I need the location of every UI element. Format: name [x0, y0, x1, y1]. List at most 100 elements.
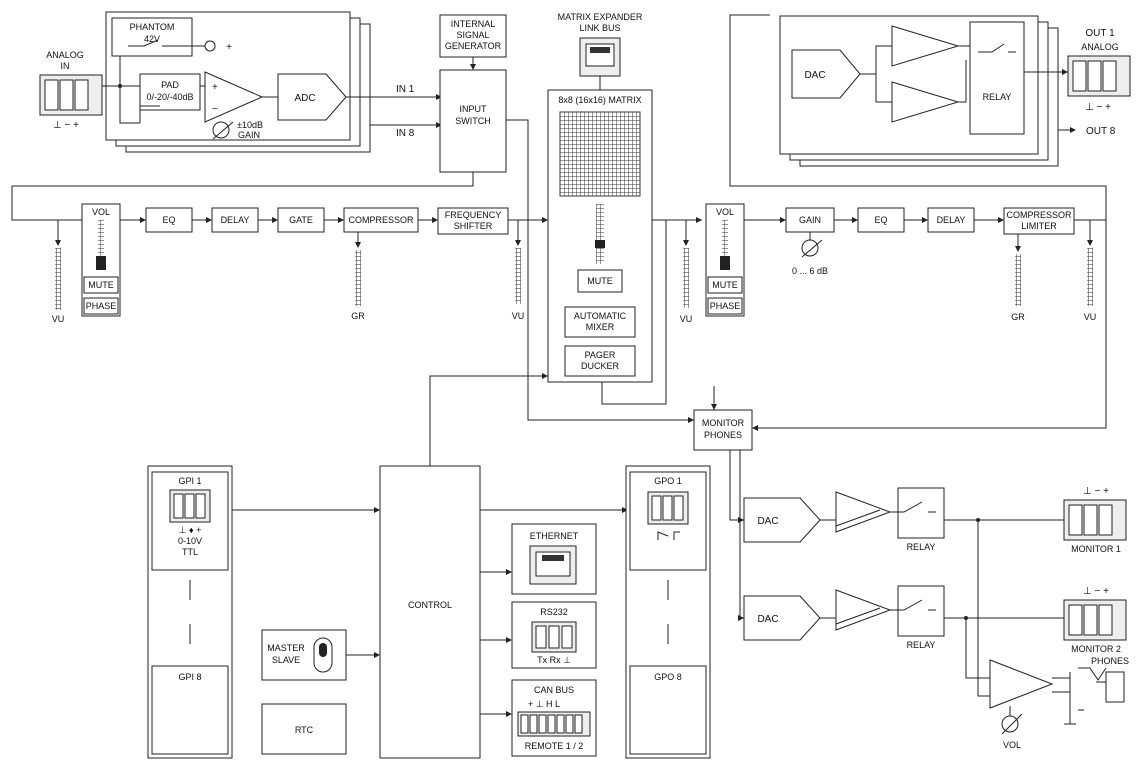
signal-generator: INTERNAL SIGNAL GENERATOR	[439, 14, 507, 70]
svg-text:8x8 (16x16) MATRIX: 8x8 (16x16) MATRIX	[558, 95, 641, 105]
svg-text:42V: 42V	[144, 34, 160, 44]
svg-text:SWITCH: SWITCH	[455, 116, 491, 126]
svg-text:PHANTOM: PHANTOM	[130, 22, 175, 32]
control-section: CONTROL GPI 1 ⊥ ♦ + 0-10V TTL GPI 8 MAST…	[147, 373, 711, 759]
matrix-expander: MATRIX EXPANDER LINK BUS	[558, 12, 643, 90]
svg-text:−: −	[212, 104, 218, 115]
svg-text:⊥ ♦ +: ⊥ ♦ +	[179, 525, 202, 535]
svg-text:MASTER: MASTER	[267, 643, 305, 653]
output-channel-stack: DAC RELAY	[779, 15, 1068, 167]
svg-text:OUT 8: OUT 8	[1086, 126, 1116, 137]
svg-text:IN: IN	[61, 61, 70, 71]
svg-text:DELAY: DELAY	[221, 215, 250, 225]
svg-text:PHONES: PHONES	[1091, 656, 1129, 666]
svg-text:GR: GR	[351, 311, 365, 321]
svg-text:MONITOR 2: MONITOR 2	[1071, 644, 1121, 654]
svg-text:0 ... 6 dB: 0 ... 6 dB	[792, 266, 828, 276]
svg-text:RELAY: RELAY	[907, 640, 936, 650]
svg-text:PAGER: PAGER	[585, 350, 616, 360]
svg-text:⊥ − +: ⊥ − +	[1083, 586, 1109, 597]
svg-text:PHONES: PHONES	[704, 430, 742, 440]
svg-text:FREQUENCY: FREQUENCY	[445, 210, 502, 220]
svg-text:DAC: DAC	[757, 614, 778, 625]
svg-text:GENERATOR: GENERATOR	[445, 41, 502, 51]
svg-text:ETHERNET: ETHERNET	[530, 531, 579, 541]
svg-text:MIXER: MIXER	[586, 322, 615, 332]
monitor2-terminal: ⊥ − + MONITOR 2	[1063, 586, 1127, 654]
svg-text:VOL: VOL	[1003, 740, 1021, 750]
analog-in-terminal: ANALOG IN ⊥ − +	[39, 50, 103, 131]
svg-text:SHIFTER: SHIFTER	[454, 221, 493, 231]
svg-text:Tx Rx ⊥: Tx Rx ⊥	[537, 655, 571, 665]
svg-text:EQ: EQ	[162, 215, 175, 225]
svg-text:ANALOG: ANALOG	[1081, 42, 1119, 52]
svg-text:GR: GR	[1011, 312, 1025, 322]
svg-text:CONTROL: CONTROL	[408, 600, 452, 610]
pad-block: PAD 0/-20/-40dB	[139, 73, 201, 111]
svg-text:+: +	[226, 42, 232, 53]
svg-text:AUTOMATIC: AUTOMATIC	[574, 311, 627, 321]
svg-text:GATE: GATE	[289, 215, 313, 225]
svg-text:REMOTE 1 / 2: REMOTE 1 / 2	[525, 741, 584, 751]
svg-text:DAC: DAC	[757, 516, 778, 527]
svg-text:PHASE: PHASE	[710, 301, 741, 311]
input-dsp-chain: VU VOL MUTE PHASE EQ DELAY GATE COMPRESS…	[11, 119, 694, 423]
svg-text:MONITOR 1: MONITOR 1	[1071, 544, 1121, 554]
svg-text:DUCKER: DUCKER	[581, 361, 620, 371]
svg-text:SIGNAL: SIGNAL	[456, 30, 489, 40]
svg-text:RELAY: RELAY	[983, 92, 1012, 102]
svg-text:ADC: ADC	[294, 93, 315, 104]
svg-text:GAIN: GAIN	[799, 215, 821, 225]
svg-text:EQ: EQ	[874, 215, 887, 225]
svg-text:RELAY: RELAY	[907, 542, 936, 552]
svg-text:PHASE: PHASE	[86, 301, 117, 311]
svg-text:ANALOG: ANALOG	[46, 50, 84, 60]
svg-text:GPO 1: GPO 1	[654, 476, 682, 486]
svg-text:MONITOR: MONITOR	[702, 418, 745, 428]
svg-text:RS232: RS232	[540, 607, 568, 617]
monitor1-terminal: ⊥ − + MONITOR 1	[1063, 486, 1127, 554]
svg-text:INTERNAL: INTERNAL	[451, 19, 496, 29]
svg-text:0/-20/-40dB: 0/-20/-40dB	[146, 92, 193, 102]
svg-text:COMPRESSOR: COMPRESSOR	[1006, 210, 1072, 220]
svg-text:GPI 8: GPI 8	[178, 672, 201, 682]
svg-text:PAD: PAD	[161, 80, 179, 90]
svg-text:MUTE: MUTE	[88, 280, 114, 290]
svg-text:VOL: VOL	[92, 207, 110, 217]
svg-text:TTL: TTL	[182, 547, 198, 557]
svg-text:0-10V: 0-10V	[178, 536, 202, 546]
phones-jack: PHONES	[1091, 656, 1129, 703]
svg-text:VU: VU	[680, 314, 693, 324]
svg-text:MUTE: MUTE	[587, 276, 613, 286]
svg-text:⊥ − +: ⊥ − +	[53, 120, 79, 131]
svg-text:RTC: RTC	[295, 725, 314, 735]
svg-text:VU: VU	[512, 311, 525, 321]
svg-text:IN 1: IN 1	[396, 84, 415, 95]
output-dsp-chain: VU VOL MUTE PHASE GAIN 0 ... 6 dB EQ DEL…	[601, 14, 1107, 405]
svg-text:GAIN: GAIN	[238, 130, 260, 140]
phantom-block: PHANTOM 42V +	[111, 17, 232, 57]
svg-text:COMPRESSOR: COMPRESSOR	[348, 215, 414, 225]
monitor-outputs: DAC RELAY DAC RELAY VOL	[729, 450, 1107, 750]
svg-text:IN 8: IN 8	[396, 128, 415, 139]
out1-terminal: OUT 1 ANALOG ⊥ − +	[1067, 28, 1131, 113]
monitor-phones-block: MONITOR PHONES	[693, 220, 1107, 451]
svg-text:DAC: DAC	[804, 70, 825, 81]
matrix-block: 8x8 (16x16) MATRIX MUTE AUTOMATIC MIXER …	[547, 89, 653, 383]
adc-block: ADC	[262, 73, 442, 121]
svg-text:+: +	[212, 82, 218, 93]
svg-text:SLAVE: SLAVE	[272, 655, 300, 665]
svg-text:VU: VU	[52, 314, 65, 324]
svg-text:LINK BUS: LINK BUS	[579, 23, 620, 33]
svg-text:⊥ − +: ⊥ − +	[1085, 102, 1111, 113]
svg-text:VOL: VOL	[716, 207, 734, 217]
svg-text:⊥ − +: ⊥ − +	[1083, 486, 1109, 497]
svg-text:OUT 1: OUT 1	[1085, 28, 1115, 39]
svg-text:VU: VU	[1084, 312, 1097, 322]
svg-text:LIMITER: LIMITER	[1021, 221, 1057, 231]
svg-text:GPO 8: GPO 8	[654, 672, 682, 682]
svg-text:+ ⊥ H L: + ⊥ H L	[528, 699, 560, 709]
svg-text:CAN BUS: CAN BUS	[534, 685, 574, 695]
svg-text:DELAY: DELAY	[937, 215, 966, 225]
